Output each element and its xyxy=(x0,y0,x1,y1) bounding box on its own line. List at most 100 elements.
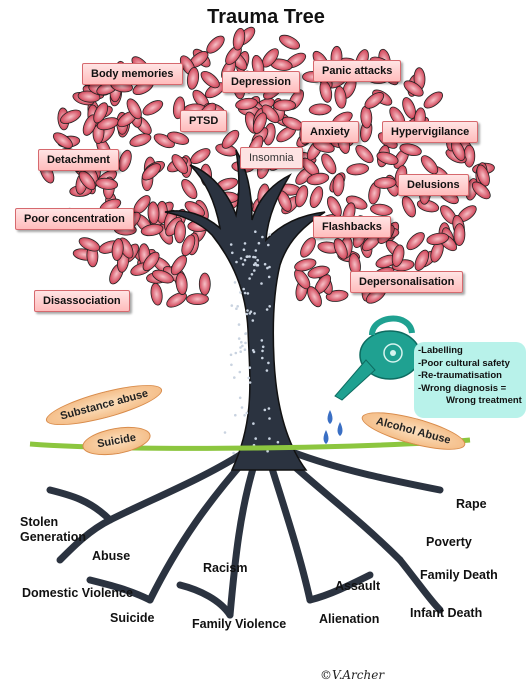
water-drops xyxy=(324,410,343,444)
trunk-dot xyxy=(241,345,244,348)
trunk-dot xyxy=(244,342,247,345)
trunk-dot xyxy=(235,261,238,264)
trunk-dot xyxy=(268,437,271,440)
root-rape: Rape xyxy=(456,497,487,512)
symptom-poor-concentration: Poor concentration xyxy=(15,208,134,230)
symptom-depersonalisation: Depersonalisation xyxy=(350,271,463,293)
trunk-dot xyxy=(241,406,244,409)
symptom-hypervigilance: Hypervigilance xyxy=(382,121,478,143)
trunk-dot xyxy=(253,312,256,315)
trunk-dot xyxy=(268,407,271,410)
leaf xyxy=(332,174,345,197)
symptom-body-memories: Body memories xyxy=(82,63,183,85)
symptom-insomnia: Insomnia xyxy=(240,147,303,169)
trunk-dot xyxy=(245,313,248,316)
root-branch xyxy=(285,458,400,560)
trunk-dot xyxy=(244,333,247,336)
trunk-dot xyxy=(251,273,254,276)
trunk-dot xyxy=(261,339,264,342)
leaf xyxy=(116,149,133,173)
root-assault: Assault xyxy=(335,579,380,594)
root-abuse: Abuse xyxy=(92,549,130,564)
leaf xyxy=(319,152,339,177)
trunk-dot xyxy=(239,291,242,294)
note-line: -Re-traumatisation xyxy=(418,370,522,383)
trunk-dot xyxy=(257,264,260,267)
root-alienation: Alienation xyxy=(319,612,379,627)
water-drop xyxy=(324,430,329,444)
trunk-dot xyxy=(248,277,251,280)
leaf xyxy=(308,185,326,209)
note-line: Wrong treatment xyxy=(418,395,522,408)
watering-can-ornament-center xyxy=(390,350,396,356)
water-drop xyxy=(328,410,333,424)
trunk-dot xyxy=(233,376,236,379)
trunk-dot xyxy=(266,308,269,311)
leaf xyxy=(199,273,210,295)
trunk-dot xyxy=(261,236,264,239)
trunk-dot xyxy=(242,288,245,291)
trunk-dot xyxy=(260,282,263,285)
trunk-dot xyxy=(234,281,237,284)
diagram-title: Trauma Tree xyxy=(0,6,532,29)
note-line: -Poor cultural safety xyxy=(418,358,522,371)
artist-credit: ©V.Archer xyxy=(320,668,384,682)
root-family-death: Family Death xyxy=(420,568,498,583)
trunk-dot xyxy=(268,276,271,279)
leaf xyxy=(95,177,118,191)
trunk-dot xyxy=(234,414,237,417)
leaf xyxy=(464,145,475,167)
trunk-dot xyxy=(239,371,242,374)
trunk-dot xyxy=(239,350,242,353)
trunk-dot xyxy=(244,259,247,262)
trunk-dot xyxy=(254,256,257,259)
trunk-dot xyxy=(249,366,252,369)
leaf xyxy=(150,283,164,306)
symptom-ptsd: PTSD xyxy=(180,110,227,132)
watering-can-spout xyxy=(335,360,375,400)
symptom-anxiety: Anxiety xyxy=(301,121,359,143)
trunk-dot xyxy=(264,409,267,412)
leaf xyxy=(298,235,319,259)
trunk-dot xyxy=(252,319,255,322)
root-infant-death: Infant Death xyxy=(410,606,482,621)
trunk-dot xyxy=(266,369,269,372)
symptom-panic-attacks: Panic attacks xyxy=(313,60,401,82)
trunk-dot xyxy=(244,242,247,245)
leaf xyxy=(175,272,188,295)
root-family-violence: Family Violence xyxy=(192,617,286,632)
trunk-dot xyxy=(253,351,256,354)
watering-note: -Labelling -Poor cultural safety -Re-tra… xyxy=(414,342,526,418)
trunk-dot xyxy=(244,292,247,295)
trunk-dot xyxy=(246,309,249,312)
trunk-dot xyxy=(238,337,241,340)
root-suicide: Suicide xyxy=(110,611,154,626)
leaf xyxy=(274,100,296,111)
trunk-dot xyxy=(230,354,233,357)
trunk-dot xyxy=(239,397,242,400)
trunk-dot xyxy=(246,255,249,258)
leaf xyxy=(179,177,200,201)
trunk-dot xyxy=(268,305,271,308)
trunk-dot xyxy=(242,263,245,266)
leaf xyxy=(277,32,302,52)
trunk-dot xyxy=(253,269,256,272)
symptom-depression: Depression xyxy=(222,71,300,93)
trunk-dot xyxy=(243,414,246,417)
trunk-dot xyxy=(240,341,243,344)
leaf xyxy=(370,203,393,217)
trunk-dot xyxy=(258,242,261,245)
trunk-dot xyxy=(244,348,247,351)
trunk-dot xyxy=(235,352,238,355)
trunk-dot xyxy=(254,437,257,440)
trunk-dot xyxy=(267,244,270,247)
leaf xyxy=(188,145,212,166)
trunk-dot xyxy=(255,249,258,252)
symptom-flashbacks: Flashbacks xyxy=(313,216,391,238)
leaf xyxy=(421,89,445,111)
leaf xyxy=(346,163,369,177)
root-domestic-violence: Domestic Violence xyxy=(22,586,133,601)
trunk-dot xyxy=(232,452,235,455)
trunk-dot xyxy=(264,263,267,266)
